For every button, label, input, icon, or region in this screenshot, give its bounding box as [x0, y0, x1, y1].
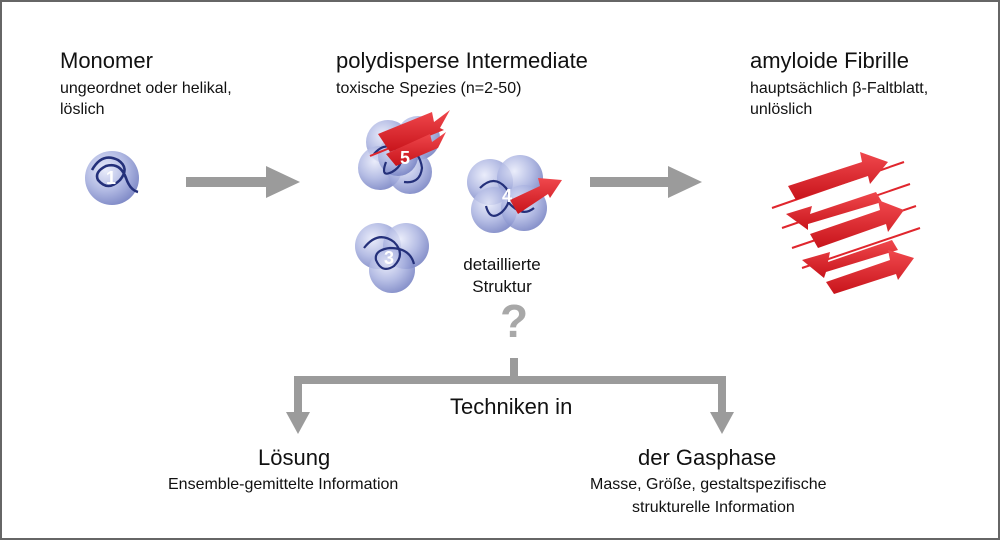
solution-title: Lösung [258, 445, 331, 470]
fibril-desc-line-2: unlöslich [750, 101, 813, 118]
solution-desc: Ensemble-gemittelte Information [168, 476, 399, 493]
oligomer-3 [355, 223, 429, 293]
question-label-line-2: Struktur [472, 277, 532, 296]
monomer-chain [90, 156, 139, 194]
gas-phase-desc-line-2: strukturelle Information [632, 499, 795, 516]
fibril-strand-2 [786, 192, 882, 230]
question-label-line-1: detaillierte [463, 255, 541, 274]
oligomer-5-number: 5 [400, 148, 411, 168]
oligomer-4-strand [510, 178, 562, 214]
fibril-strand-3 [810, 200, 904, 248]
oligomer-5-strand-2 [386, 132, 446, 166]
arrow-to-gas-phase [710, 412, 734, 434]
intermediate-title: polydisperse Intermediate [336, 48, 588, 73]
gas-phase-desc-line-1: Masse, Größe, gestaltspezifische [590, 476, 827, 493]
techniques-label: Techniken in [450, 394, 573, 419]
gas-phase-title: der Gasphase [638, 445, 777, 470]
arrow-intermediate-to-fibril [590, 166, 702, 198]
monomer-desc-line-2: löslich [60, 101, 105, 118]
oligomer-4-number: 4 [502, 186, 513, 206]
oligomer-3-number: 3 [384, 248, 395, 268]
technique-branch-arrows [286, 358, 734, 434]
amyloid-fibril [771, 152, 921, 294]
oligomer-5-strand-1 [378, 110, 450, 152]
oligomer-4 [467, 155, 562, 233]
monomer-molecule [85, 151, 139, 205]
monomer-title: Monomer [60, 48, 153, 73]
oligomer-5 [358, 110, 450, 194]
arrow-monomer-to-intermediate [186, 166, 300, 198]
fibril-strand-5 [826, 250, 914, 294]
question-mark: ? [499, 295, 529, 347]
monomer-number: 1 [106, 168, 117, 188]
intermediate-desc-line-1: toxische Spezies (n=2-50) [336, 80, 522, 97]
fibril-strand-1 [788, 152, 888, 200]
monomer-desc-line-1: ungeordnet oder helikal, [60, 80, 232, 97]
fibril-desc-line-1: hauptsächlich β-Faltblatt, [750, 80, 929, 97]
arrow-to-solution [286, 412, 310, 434]
fibril-title: amyloide Fibrille [750, 48, 909, 73]
fibril-strand-4 [802, 240, 898, 278]
